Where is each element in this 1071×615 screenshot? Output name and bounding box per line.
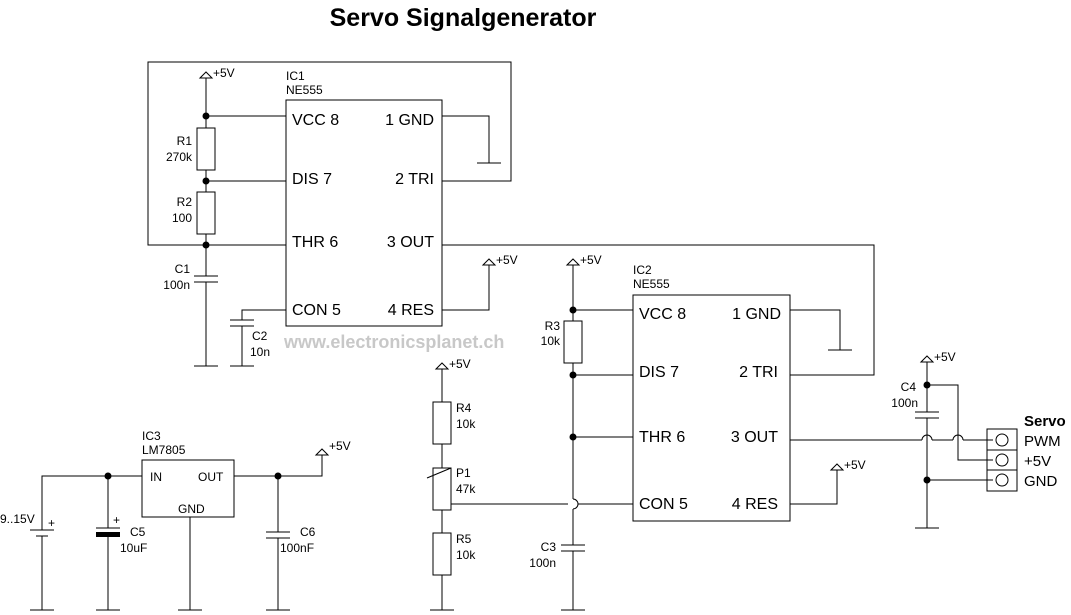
ic3-pin-in: IN: [150, 470, 162, 484]
ic2-pin-con: CON 5: [639, 496, 688, 513]
ic2-body: [632, 294, 791, 522]
c6-val: 100nF: [280, 541, 314, 555]
r3-ref: R3: [545, 319, 561, 333]
ic3-pin-out: OUT: [198, 470, 224, 484]
c5-val: 10uF: [120, 541, 147, 555]
ic1-pin-thr: THR 6: [292, 234, 338, 251]
pot-vcc-label: +5V: [449, 357, 471, 371]
ic1-type: NE555: [286, 83, 323, 97]
ic2-vcc-label: +5V: [580, 253, 602, 267]
p1-val: 47k: [456, 482, 476, 496]
ic1-res-vcc-label: +5V: [496, 253, 518, 267]
ic1-pin-out: 3 OUT: [387, 234, 434, 251]
c1-val: 100n: [163, 278, 190, 292]
ic2-pin-tri: 2 TRI: [739, 364, 778, 381]
ic1: IC1 NE555 VCC 8 DIS 7 THR 6 CON 5 1 GND …: [285, 69, 443, 327]
ic2-ref: IC2: [633, 263, 652, 277]
ic1-body: [285, 99, 443, 327]
servo-plug: [986, 428, 1018, 492]
r5-val: 10k: [456, 548, 476, 562]
r3-val: 10k: [541, 334, 561, 348]
servo-vcc-label: +5V: [934, 350, 956, 364]
ic3-type: LM7805: [142, 443, 186, 457]
ic2: IC2 NE555 VCC 8 DIS 7 THR 6 CON 5 1 GND …: [632, 263, 791, 522]
ic2-pin-gnd: 1 GND: [732, 306, 781, 323]
r4-val: 10k: [456, 417, 476, 431]
servo-connector: +5V C4 100n Servo PWM +5V GND: [891, 350, 1066, 529]
ic2-pin-res: 4 RES: [732, 496, 778, 513]
c1-ref: C1: [175, 262, 191, 276]
r2-val: 100: [172, 211, 192, 225]
ic2-pin-out: 3 OUT: [731, 429, 778, 446]
ic3-ref: IC3: [142, 429, 161, 443]
r5-ref: R5: [456, 532, 472, 546]
ic1-pin-res: 4 RES: [388, 302, 434, 319]
r2: [196, 191, 216, 235]
ic1-ref: IC1: [286, 69, 305, 83]
r1-val: 270k: [166, 150, 193, 164]
ic3-body: [141, 459, 235, 518]
c6-ref: C6: [300, 525, 316, 539]
r2-ref: R2: [177, 195, 193, 209]
r4: [432, 401, 452, 445]
c2-val: 10n: [250, 345, 270, 359]
r5: [432, 532, 452, 576]
r3: [563, 320, 583, 364]
ic1-pin-gnd: 1 GND: [385, 112, 434, 129]
ic2-wiring: +5V R3 10k C3 100n +5V: [529, 253, 993, 611]
ic1-wiring: +5V R1 270k R2 100 C1 100n: [147, 61, 875, 376]
input-voltage-label: 9..15V: [0, 512, 35, 526]
pot-network: +5V R4 10k P1 47k R5 10k: [426, 357, 633, 611]
r4-ref: R4: [456, 401, 472, 415]
ic2-res-vcc-label: +5V: [844, 458, 866, 472]
c2-ref: C2: [252, 329, 268, 343]
c3-ref: C3: [541, 540, 557, 554]
ic2-pin-dis: DIS 7: [639, 364, 679, 381]
c4-ref: C4: [901, 380, 917, 394]
ic1-pin-vcc: VCC 8: [292, 112, 339, 129]
ic1-pin-dis: DIS 7: [292, 171, 332, 188]
ic3: IC3 LM7805 IN OUT GND: [141, 429, 235, 518]
ic1-vcc-label: +5V: [213, 66, 235, 80]
c5-plus: +: [113, 513, 120, 527]
servo-pin-gnd: GND: [1024, 473, 1058, 490]
ic3-pin-gnd: GND: [178, 502, 205, 516]
ic2-pin-vcc: VCC 8: [639, 306, 686, 323]
watermark: www.electronicsplanet.ch: [283, 332, 504, 352]
r1: [196, 127, 216, 171]
servo-pin-pwm: PWM: [1024, 433, 1061, 450]
batt-plus: +: [48, 516, 55, 530]
ic2-pin-thr: THR 6: [639, 429, 685, 446]
ic3-out-vcc-label: +5V: [329, 439, 351, 453]
servo-pin-vcc: +5V: [1024, 453, 1051, 470]
c3-val: 100n: [529, 556, 556, 570]
ic1-pin-tri: 2 TRI: [395, 171, 434, 188]
diagram-title: Servo Signalgenerator: [329, 4, 597, 32]
ic1-pin-con: CON 5: [292, 302, 341, 319]
servo-title: Servo: [1024, 413, 1066, 430]
p1-ref: P1: [456, 466, 471, 480]
ic3-wiring: + 9..15V + C5 10uF +5V C6 100nF: [0, 439, 351, 611]
c4-val: 100n: [891, 396, 918, 410]
c5-ref: C5: [130, 525, 146, 539]
ic2-type: NE555: [633, 277, 670, 291]
r1-ref: R1: [177, 134, 193, 148]
